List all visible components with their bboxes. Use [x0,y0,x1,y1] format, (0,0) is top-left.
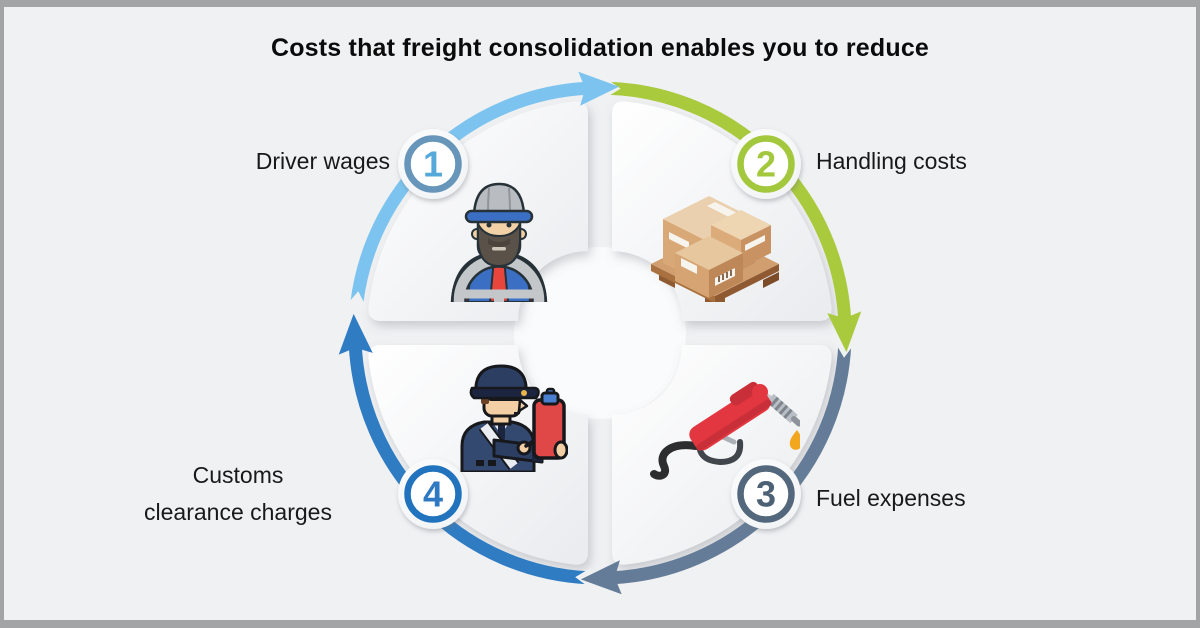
step-label-line: Fuel expenses [816,485,966,511]
truck-driver-icon [450,182,548,302]
step-number: 4 [423,474,443,515]
arrowhead-down-icon [827,311,862,353]
arc-tail-notch-1 [346,291,367,308]
page-title: Costs that freight consolidation enables… [270,34,930,62]
fuel-nozzle-icon [650,381,800,480]
step-badge-3: 3 [731,459,801,529]
step-badge-2: 2 [731,129,801,199]
step-number: 1 [423,144,443,185]
badge-ring [404,135,462,193]
arrowhead-left-icon [580,560,622,595]
badge-ring [404,465,462,523]
badge-ring [737,465,795,523]
arrowhead-right-icon [578,71,620,106]
step-label-fuel-expenses: Fuel expenses [816,480,966,517]
customs-officer-icon [460,364,568,472]
step-label-customs-clearance-charges: Customs clearance charges [113,457,363,531]
arrowhead-up-icon [338,313,373,355]
step-label-line: Driver wages [255,148,390,174]
step-number: 2 [756,144,776,185]
badge-ring [737,135,795,193]
step-badge-1: 1 [398,129,468,199]
step-label-driver-wages: Driver wages [80,143,390,180]
arc-tail-notch-4 [575,567,591,588]
step-badge-4: 4 [398,459,468,529]
arc-tail-notch-3 [834,342,855,358]
step-label-line: Customs [192,462,284,488]
step-label-handling-costs: Handling costs [816,143,967,180]
step-label-line: clearance charges [144,499,332,525]
boxes-on-pallet-icon [651,196,779,302]
center-disc [514,247,686,419]
step-label-line: Handling costs [816,148,967,174]
step-number: 3 [756,474,776,515]
